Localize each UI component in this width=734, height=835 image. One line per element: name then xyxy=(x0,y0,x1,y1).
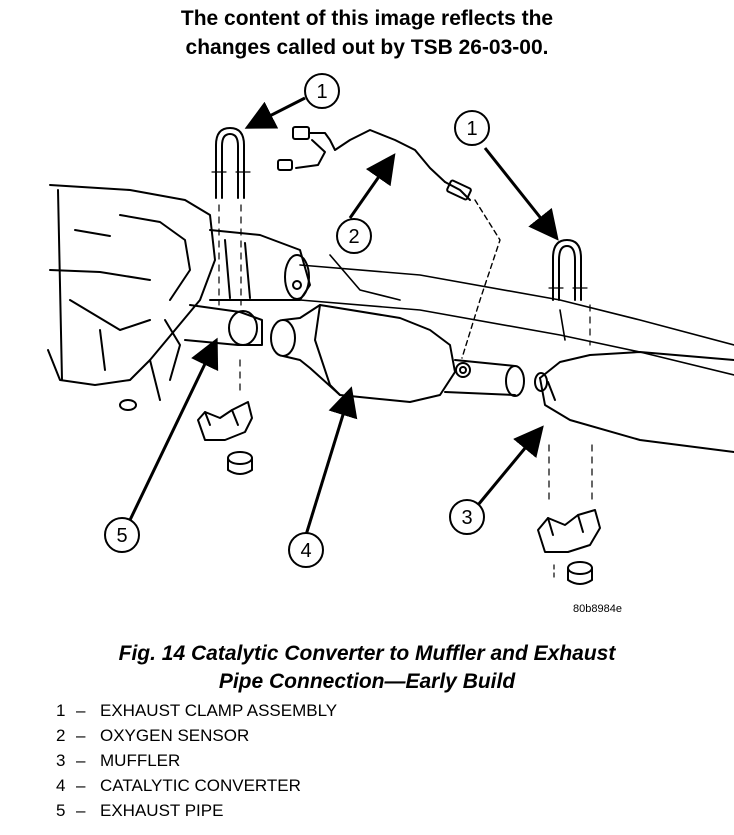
legend-item: 3–MUFFLER xyxy=(56,748,337,773)
figure-caption-line-2: Pipe Connection—Early Build xyxy=(218,670,516,693)
leader-5 xyxy=(128,337,219,521)
legend-dash: – xyxy=(76,801,86,820)
legend-dash: – xyxy=(76,701,86,720)
exhaust-clamp-right xyxy=(537,239,601,585)
leader-4 xyxy=(304,386,358,536)
leader-2 xyxy=(348,153,396,219)
callout-circle-1-right xyxy=(454,110,490,146)
catalytic-converter xyxy=(270,304,525,403)
legend-label: MUFFLER xyxy=(100,751,181,770)
callout-number-1-right: 1 xyxy=(466,118,477,140)
legend-item: 2–OXYGEN SENSOR xyxy=(56,723,337,748)
oxygen-sensor xyxy=(277,126,501,359)
callout-number-5: 5 xyxy=(116,525,127,547)
legend-dash: – xyxy=(76,776,86,795)
legend-number: 5 xyxy=(56,801,66,820)
leader-1-left xyxy=(244,96,306,129)
legend-number: 4 xyxy=(56,776,66,795)
figure-caption-line-1: Fig. 14 Catalytic Converter to Muffler a… xyxy=(118,642,616,665)
legend-label: OXYGEN SENSOR xyxy=(100,726,250,745)
tsb-notice-line-1: The content of this image reflects the xyxy=(180,7,554,30)
tsb-notice: The content of this image reflects the c… xyxy=(0,4,734,62)
leader-3 xyxy=(476,425,544,506)
exhaust-illustration: 1 1 2 3 4 5 80b8984e xyxy=(47,73,734,615)
tsb-notice-line-2: changes called out by TSB 26-03-00. xyxy=(185,36,549,59)
exhaust-clamp-left xyxy=(197,127,253,475)
legend-number: 3 xyxy=(56,751,66,770)
leader-1-right xyxy=(483,147,559,241)
legend-dash: – xyxy=(76,726,86,745)
callout-circle-4 xyxy=(288,532,324,568)
callout-number-1-left: 1 xyxy=(316,81,327,103)
callout-number-4: 4 xyxy=(300,540,311,562)
legend-number: 2 xyxy=(56,726,66,745)
callout-circle-3 xyxy=(449,499,485,535)
muffler xyxy=(534,351,734,453)
figure-caption: Fig. 14 Catalytic Converter to Muffler a… xyxy=(0,640,734,696)
callout-circle-2 xyxy=(336,218,372,254)
callout-circle-1-left xyxy=(304,73,340,109)
legend-item: 1–EXHAUST CLAMP ASSEMBLY xyxy=(56,698,337,723)
legend-item: 4–CATALYTIC CONVERTER xyxy=(56,773,337,798)
frame-rail xyxy=(299,254,734,376)
callout-number-2: 2 xyxy=(348,226,359,248)
exhaust-pipe xyxy=(184,304,263,346)
legend-label: EXHAUST PIPE xyxy=(100,801,224,820)
transmission-housing xyxy=(47,184,311,411)
legend-item: 5–EXHAUST PIPE xyxy=(56,798,337,823)
callout-circle-5 xyxy=(104,517,140,553)
figure-id: 80b8984e xyxy=(573,603,622,615)
legend-label: EXHAUST CLAMP ASSEMBLY xyxy=(100,701,338,720)
legend: 1–EXHAUST CLAMP ASSEMBLY 2–OXYGEN SENSOR… xyxy=(56,698,337,823)
callout-number-3: 3 xyxy=(461,507,472,529)
legend-label: CATALYTIC CONVERTER xyxy=(100,776,301,795)
legend-dash: – xyxy=(76,751,86,770)
legend-number: 1 xyxy=(56,701,66,720)
